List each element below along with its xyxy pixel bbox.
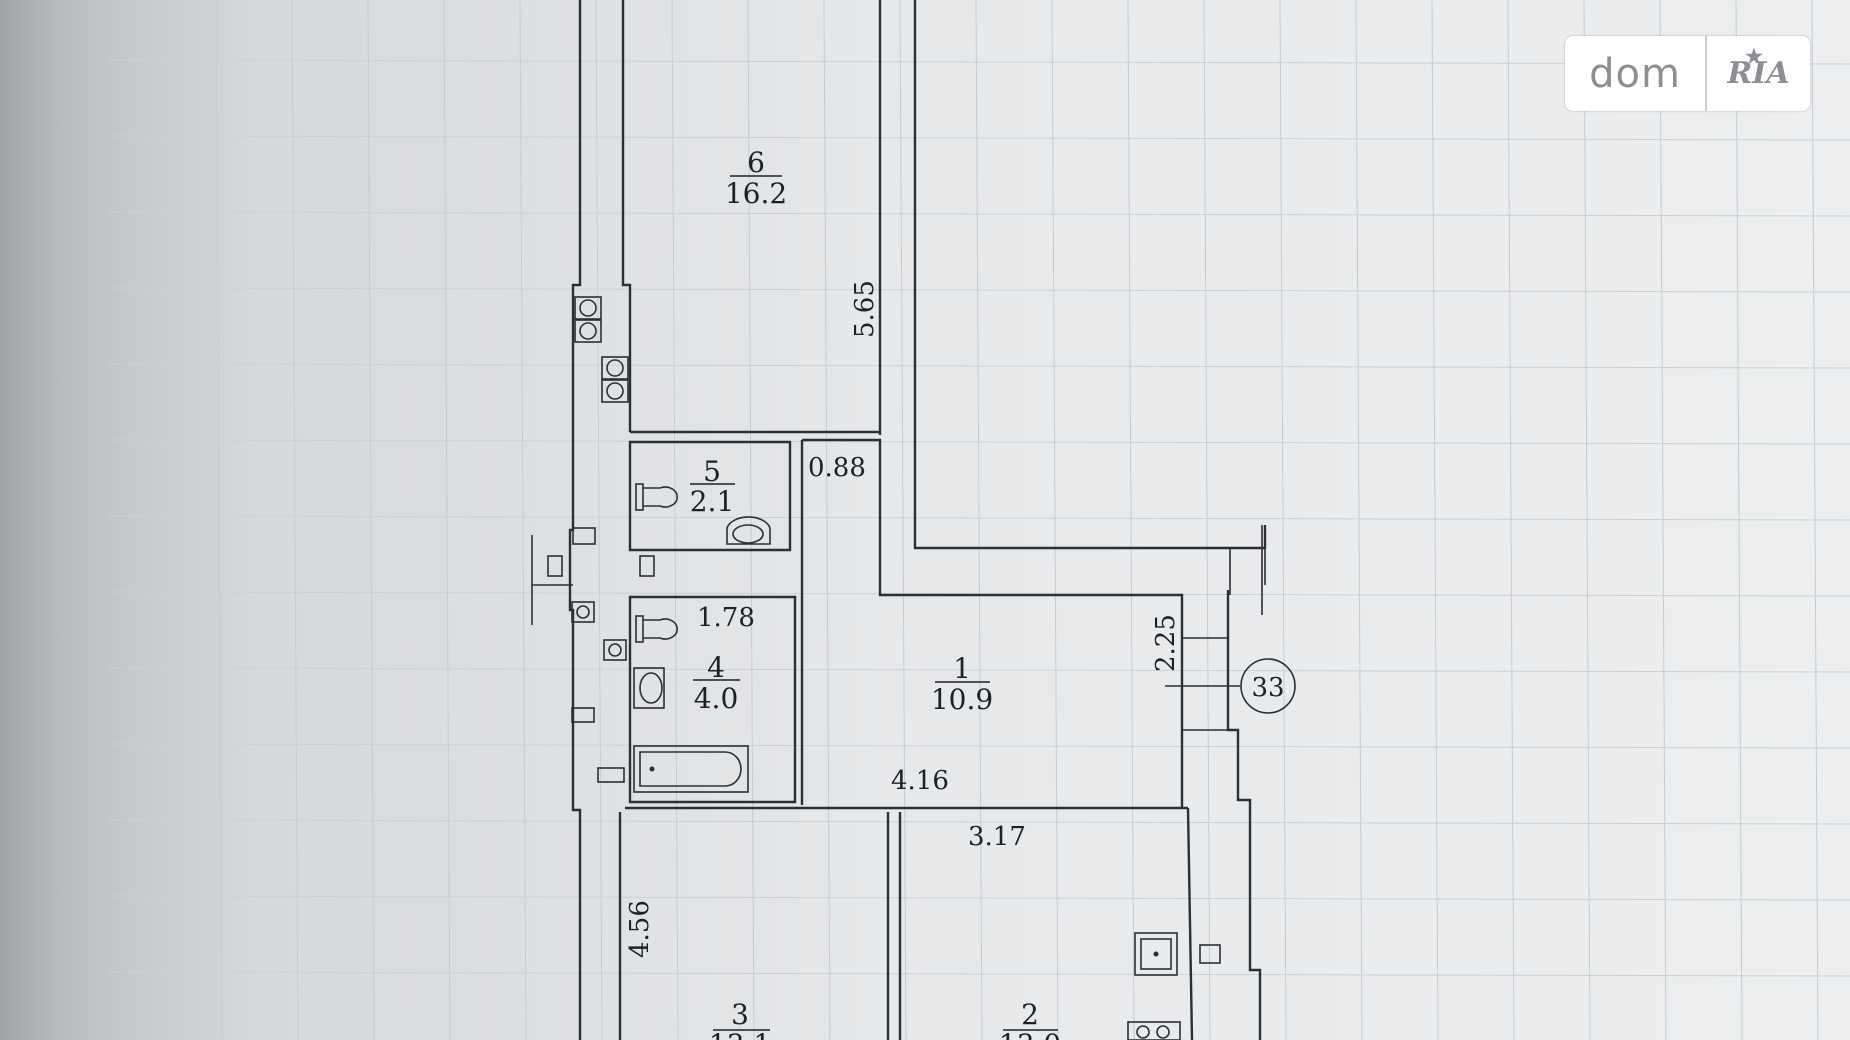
room-6-number: 6: [747, 146, 765, 179]
room-1-area: 10.9: [931, 683, 993, 716]
grid-line: [1127, 0, 1135, 1040]
grid-line: [1583, 0, 1591, 1040]
axis-marker: 33: [1165, 658, 1296, 714]
grid-line: [109, 363, 1850, 369]
toilet-icon-2: [635, 615, 678, 643]
grid-line: [109, 211, 1850, 217]
grid-line: [443, 0, 451, 1040]
grid-line: [899, 0, 907, 1040]
axis-marker-label: 33: [1251, 673, 1284, 703]
grid-line: [671, 0, 679, 1040]
sink-icon: [726, 516, 771, 545]
room-1-label: 1 10.9: [931, 652, 993, 716]
watermark-divider: [1705, 36, 1707, 111]
bathtub-icon: [633, 745, 749, 793]
grid-line: [109, 515, 1850, 521]
grid-line: [109, 439, 1850, 445]
room-4-label: 4 4.0: [694, 651, 739, 715]
grid-line: [109, 135, 1850, 141]
grid-line: [109, 59, 1850, 65]
grid-line: [519, 0, 527, 1040]
room-4-number: 4: [707, 651, 725, 684]
grid-line: [1355, 0, 1363, 1040]
duct-icon: [547, 527, 655, 783]
grid-line: [109, 971, 1850, 977]
fixtures: [547, 296, 1221, 1040]
grid-line: [139, 0, 147, 1040]
walls: [531, 0, 1267, 1040]
dimension-4-16: 4.16: [891, 766, 949, 796]
grid-line: [291, 0, 299, 1040]
room-2-label: 2 13.0: [999, 998, 1061, 1040]
dimension-1-78: 1.78: [697, 603, 755, 633]
room-2-area: 13.0: [999, 1028, 1061, 1040]
watermark-ria-text: RIA: [1727, 56, 1790, 91]
grid-line: [109, 743, 1850, 749]
vent-shaft-icon: [574, 296, 629, 403]
room-label-bars: [690, 175, 1058, 1031]
room-3-number: 3: [731, 998, 749, 1031]
room-1-number: 1: [953, 652, 971, 685]
grid-line: [595, 0, 603, 1040]
watermark-ria-text-block: ★ RIA: [1707, 36, 1810, 111]
grid-line: [823, 0, 831, 1040]
grid-line: [109, 287, 1850, 293]
grid-line: [367, 0, 375, 1040]
domria-watermark-logo: dom ★ RIA: [1565, 36, 1810, 111]
room-2-number: 2: [1021, 998, 1039, 1031]
room-4-area: 4.0: [694, 682, 739, 715]
grid-line: [109, 819, 1850, 825]
watermark-dom-text: dom: [1589, 50, 1681, 97]
room-5-area: 2.1: [690, 485, 735, 518]
grid-line: [1203, 0, 1211, 1040]
grid-line: [1431, 0, 1439, 1040]
grid-line: [975, 0, 983, 1040]
stove-icon: [1127, 1021, 1181, 1040]
grid-line: [215, 0, 223, 1040]
dimension-2-25: 2.25: [1151, 614, 1181, 672]
grid-line: [1507, 0, 1515, 1040]
kitchen-sink-icon: [1134, 932, 1221, 976]
dimension-5-65: 5.65: [850, 280, 880, 338]
grid-line: [1279, 0, 1287, 1040]
toilet-icon: [635, 483, 678, 511]
room-6-area: 16.2: [725, 177, 787, 210]
room-5-label: 5 2.1: [690, 455, 735, 518]
room-5-number: 5: [703, 455, 721, 488]
grid-line: [1051, 0, 1059, 1040]
room-3-label: 3 13.1: [709, 998, 771, 1040]
dimension-3-17: 3.17: [968, 822, 1026, 852]
dimension-0-88: 0.88: [808, 453, 866, 483]
grid-line: [109, 667, 1850, 673]
room-3-area: 13.1: [709, 1028, 771, 1040]
dimension-4-56: 4.56: [625, 900, 655, 958]
room-6-label: 6 16.2: [725, 146, 787, 210]
washbasin-icon: [633, 667, 665, 709]
star-icon: ★: [1745, 44, 1763, 68]
grid-line: [747, 0, 755, 1040]
grid-line: [109, 895, 1850, 901]
